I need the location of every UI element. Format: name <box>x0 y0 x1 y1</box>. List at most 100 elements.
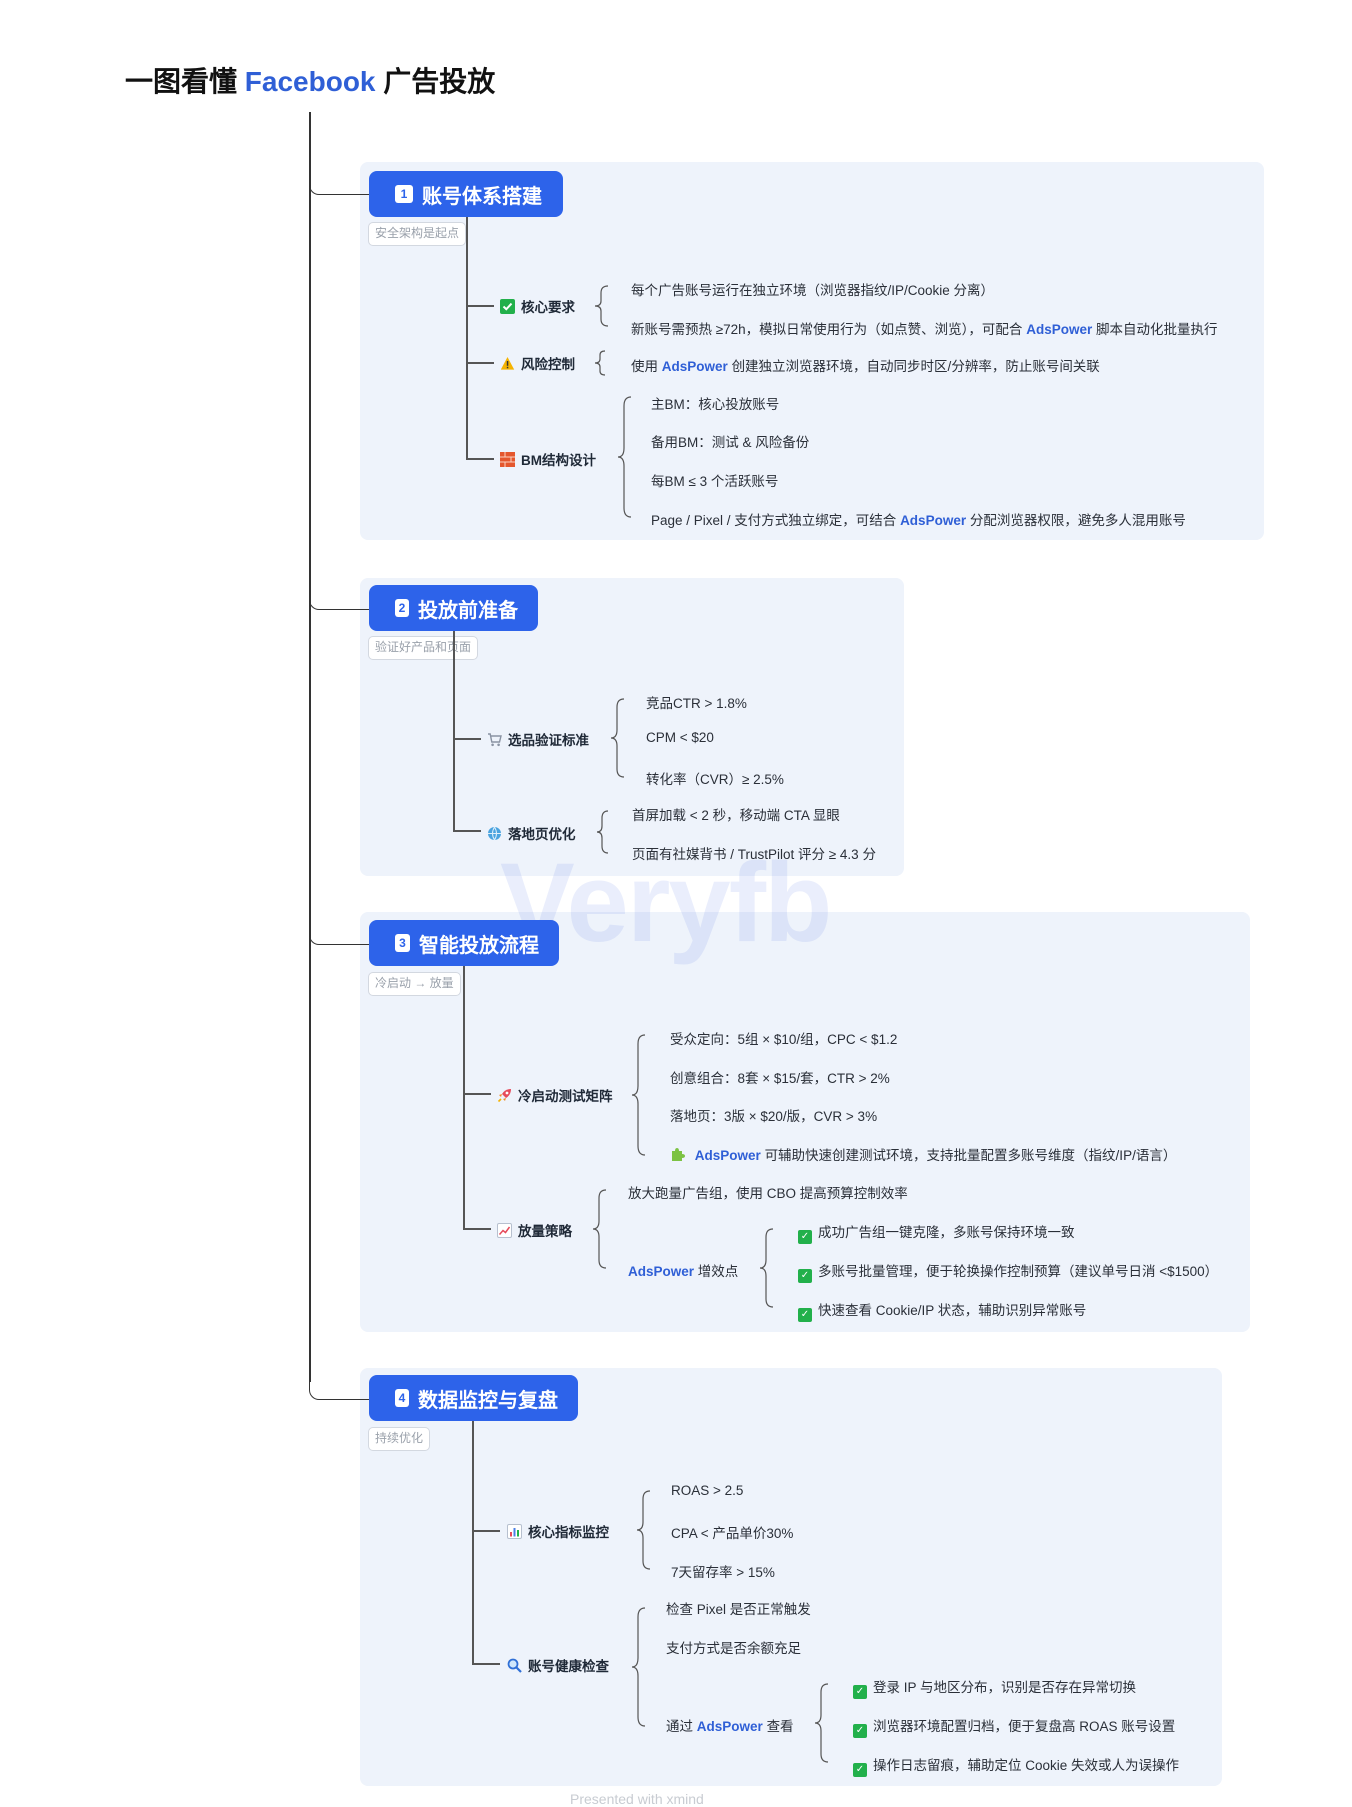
section-4-button[interactable]: 4 数据监控与复盘 <box>369 1375 578 1421</box>
branch-tick <box>466 362 494 364</box>
leaf-text: 使用 AdsPower 创建独立浏览器环境，自动同步时区/分辨率，防止账号间关联 <box>631 355 1100 375</box>
section-1-button[interactable]: 1 账号体系搭建 <box>369 171 563 217</box>
checked-item: ✓ 操作日志留痕，辅助定位 Cookie 失效或人为误操作 <box>853 1754 1179 1777</box>
chart-up-icon <box>497 1222 512 1238</box>
brace <box>610 698 625 778</box>
sub-core-requirements[interactable]: 核心要求 <box>500 296 575 316</box>
leaf-text: 转化率（CVR）≥ 2.5% <box>646 772 784 787</box>
bar-chart-icon <box>507 1523 522 1539</box>
brick-icon <box>500 451 515 467</box>
branch-tick <box>463 1093 491 1095</box>
leaf-text: CPM < $20 <box>646 730 714 745</box>
section-4-title: 数据监控与复盘 <box>418 1389 558 1412</box>
main-trunk <box>309 112 311 1382</box>
adspower-keyword: AdsPower <box>696 1719 763 1734</box>
leaf-post: 脚本自动化批量执行 <box>1096 322 1218 337</box>
section-4-number: 4 <box>395 1389 409 1407</box>
adspower-boost-node: AdsPower 增效点 <box>628 1260 738 1280</box>
sub-bm-structure[interactable]: BM结构设计 <box>500 449 596 469</box>
leaf-text: 7天留存率 > 15% <box>671 1565 775 1580</box>
title-brand: Facebook <box>244 66 376 97</box>
leaf-text: 放大跑量广告组，使用 CBO 提高预算控制效率 <box>628 1186 908 1201</box>
connector-section-1 <box>309 170 370 195</box>
connector-section-2 <box>309 585 370 610</box>
connector-section-3 <box>309 920 370 945</box>
rocket-icon <box>497 1088 512 1103</box>
check-icon: ✓ <box>853 1762 867 1777</box>
leaf-pre: Page / Pixel / 支付方式独立绑定，可结合 <box>651 513 897 528</box>
adspower-keyword: AdsPower <box>900 513 967 528</box>
page-title: 一图看懂 Facebook 广告投放 <box>125 60 495 100</box>
section-3-title: 智能投放流程 <box>419 934 539 957</box>
leaf-text: 竞品CTR > 1.8% <box>646 696 747 711</box>
section-3-button[interactable]: 3 智能投放流程 <box>369 920 559 966</box>
leaf-text: 首屏加载 < 2 秒，移动端 CTA 显眼 <box>632 808 840 823</box>
leaf-post: 分配浏览器权限，避免多人混用账号 <box>969 513 1186 528</box>
sub-product-validation[interactable]: 选品验证标准 <box>487 729 589 749</box>
leaf-text: 登录 IP 与地区分布，识别是否存在异常切换 <box>873 1680 1137 1695</box>
sub-cold-start-matrix[interactable]: 冷启动测试矩阵 <box>497 1085 613 1105</box>
sub-landing-page[interactable]: 落地页优化 <box>487 823 576 843</box>
leaf-pre: 新账号需预热 ≥72h，模拟日常使用行为（如点赞、浏览），可配合 <box>631 322 1023 337</box>
branch-tick <box>453 738 481 740</box>
leaf-text: 操作日志留痕，辅助定位 Cookie 失效或人为误操作 <box>873 1758 1180 1773</box>
connector-section-4 <box>309 1375 370 1400</box>
sub-label: 放量策略 <box>518 1224 572 1239</box>
sub-label: 选品验证标准 <box>508 733 589 748</box>
section-3-number: 3 <box>395 934 410 952</box>
leaf-text: 新账号需预热 ≥72h，模拟日常使用行为（如点赞、浏览），可配合 AdsPowe… <box>631 318 1218 338</box>
leaf-text: 创意组合：8套 × $15/套，CTR > 2% <box>670 1071 890 1086</box>
check-icon: ✓ <box>798 1229 812 1244</box>
section-3-tag: 冷启动 → 放量 <box>368 972 461 996</box>
globe-icon <box>487 826 502 841</box>
adspower-keyword: AdsPower <box>661 359 728 374</box>
check-icon: ✓ <box>853 1723 867 1738</box>
adspower-keyword: AdsPower <box>1026 322 1093 337</box>
leaf-text: 备用BM：测试 & 风险备份 <box>651 435 810 450</box>
leaf-pre: 通过 <box>666 1719 693 1734</box>
leaf-text: AdsPower 可辅助快速创建测试环境，支持批量配置多账号维度（指纹/IP/语… <box>670 1144 1176 1164</box>
check-icon: ✓ <box>798 1307 812 1322</box>
leaf-text: Page / Pixel / 支付方式独立绑定，可结合 AdsPower 分配浏… <box>651 509 1186 529</box>
brace <box>594 285 609 327</box>
sub-label: 冷启动测试矩阵 <box>518 1089 613 1104</box>
sub-scale-strategy[interactable]: 放量策略 <box>497 1220 572 1240</box>
section-2-button[interactable]: 2 投放前准备 <box>369 585 538 631</box>
leaf-text: 每BM ≤ 3 个活跃账号 <box>651 474 779 489</box>
brace <box>594 350 606 376</box>
check-icon <box>500 298 515 314</box>
section-4-branch-line <box>472 1421 474 1664</box>
section-2-branch-line <box>453 631 455 831</box>
leaf-text: 成功广告组一键克隆，多账号保持环境一致 <box>818 1225 1075 1240</box>
checked-item: ✓快速查看 Cookie/IP 状态，辅助识别异常账号 <box>798 1299 1086 1322</box>
leaf-text: 检查 Pixel 是否正常触发 <box>666 1602 811 1617</box>
sub-core-metrics[interactable]: 核心指标监控 <box>507 1521 609 1541</box>
brace <box>631 1607 646 1727</box>
section-1-panel <box>360 162 1264 540</box>
check-icon: ✓ <box>798 1268 812 1283</box>
magnifier-icon <box>507 1658 522 1673</box>
leaf-post: 可辅助快速创建测试环境，支持批量配置多账号维度（指纹/IP/语言） <box>764 1148 1177 1163</box>
brace <box>617 396 632 518</box>
sub-risk-control[interactable]: 风险控制 <box>500 353 575 373</box>
section-1-number: 1 <box>395 185 413 203</box>
section-4-tag: 持续优化 <box>368 1427 431 1451</box>
branch-tick <box>453 830 481 832</box>
brace <box>592 1189 607 1269</box>
section-2-tag: 验证好产品和页面 <box>368 636 479 660</box>
leaf-text: 落地页：3版 × $20/版，CVR > 3% <box>670 1109 878 1124</box>
sub-label: BM结构设计 <box>521 453 596 468</box>
sub-account-health[interactable]: 账号健康检查 <box>507 1655 609 1675</box>
branch-tick <box>472 1530 500 1532</box>
leaf-text: 多账号批量管理，便于轮换操作控制预算（建议单号日消 <$1500） <box>818 1264 1219 1279</box>
leaf-post: 创建独立浏览器环境，自动同步时区/分辨率，防止账号间关联 <box>731 359 1100 374</box>
brace <box>596 810 609 854</box>
branch-tick <box>463 1228 491 1230</box>
warning-icon <box>500 356 515 371</box>
adspower-view-node: 通过 AdsPower 查看 <box>666 1715 794 1735</box>
section-3-panel <box>360 912 1250 1332</box>
leaf-text: CPA < 产品单价30% <box>671 1526 794 1541</box>
leaf-post: 查看 <box>766 1719 794 1734</box>
sub-label: 落地页优化 <box>508 827 576 842</box>
title-suffix: 广告投放 <box>383 66 496 97</box>
